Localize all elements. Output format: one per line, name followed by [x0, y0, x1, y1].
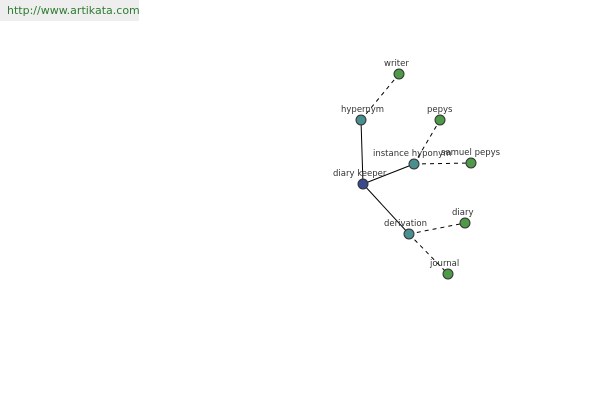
- nodes-layer: [355, 68, 477, 280]
- edge-diary-keeper-to-instance-hyponym: [362, 163, 415, 185]
- edge-derivation-to-diary: [408, 222, 466, 235]
- node-pepys[interactable]: [434, 114, 446, 126]
- node-label-journal: journal: [429, 259, 459, 269]
- node-diary[interactable]: [459, 217, 471, 229]
- edge-diary-keeper-to-hypernym: [360, 119, 364, 185]
- source-link[interactable]: http://www.artikata.com: [7, 4, 140, 17]
- node-label-diary: diary: [452, 208, 474, 218]
- edge-derivation-to-journal: [408, 233, 449, 275]
- node-instance-hyponym[interactable]: [408, 158, 420, 170]
- node-label-derivation: derivation: [384, 219, 427, 229]
- node-label-instance-hyponym: instance hyponym: [373, 149, 451, 159]
- node-label-writer: writer: [384, 59, 409, 69]
- node-hypernym[interactable]: [355, 114, 367, 126]
- edge-instance-hyponym-to-pepys: [413, 119, 441, 165]
- node-label-samuel-pepys: samuel pepys: [441, 148, 501, 158]
- edge-hypernym-to-writer: [360, 73, 400, 121]
- node-writer[interactable]: [393, 68, 405, 80]
- node-label-hypernym: hypernym: [341, 105, 384, 115]
- node-derivation[interactable]: [403, 228, 415, 240]
- edges-layer: [360, 73, 472, 275]
- edge-diary-keeper-to-derivation: [362, 183, 410, 235]
- source-banner: http://www.artikata.com: [0, 0, 140, 21]
- labels-layer: diary keeper hypernym instance hyponym deri…: [333, 59, 501, 269]
- edge-instance-hyponym-to-samuel-pepys: [413, 162, 472, 165]
- node-journal[interactable]: [442, 268, 454, 280]
- node-label-pepys: pepys: [427, 105, 453, 115]
- node-diary-keeper[interactable]: [357, 178, 369, 190]
- node-label-diary-keeper: diary keeper: [333, 169, 387, 179]
- node-samuel-pepys[interactable]: [465, 157, 477, 169]
